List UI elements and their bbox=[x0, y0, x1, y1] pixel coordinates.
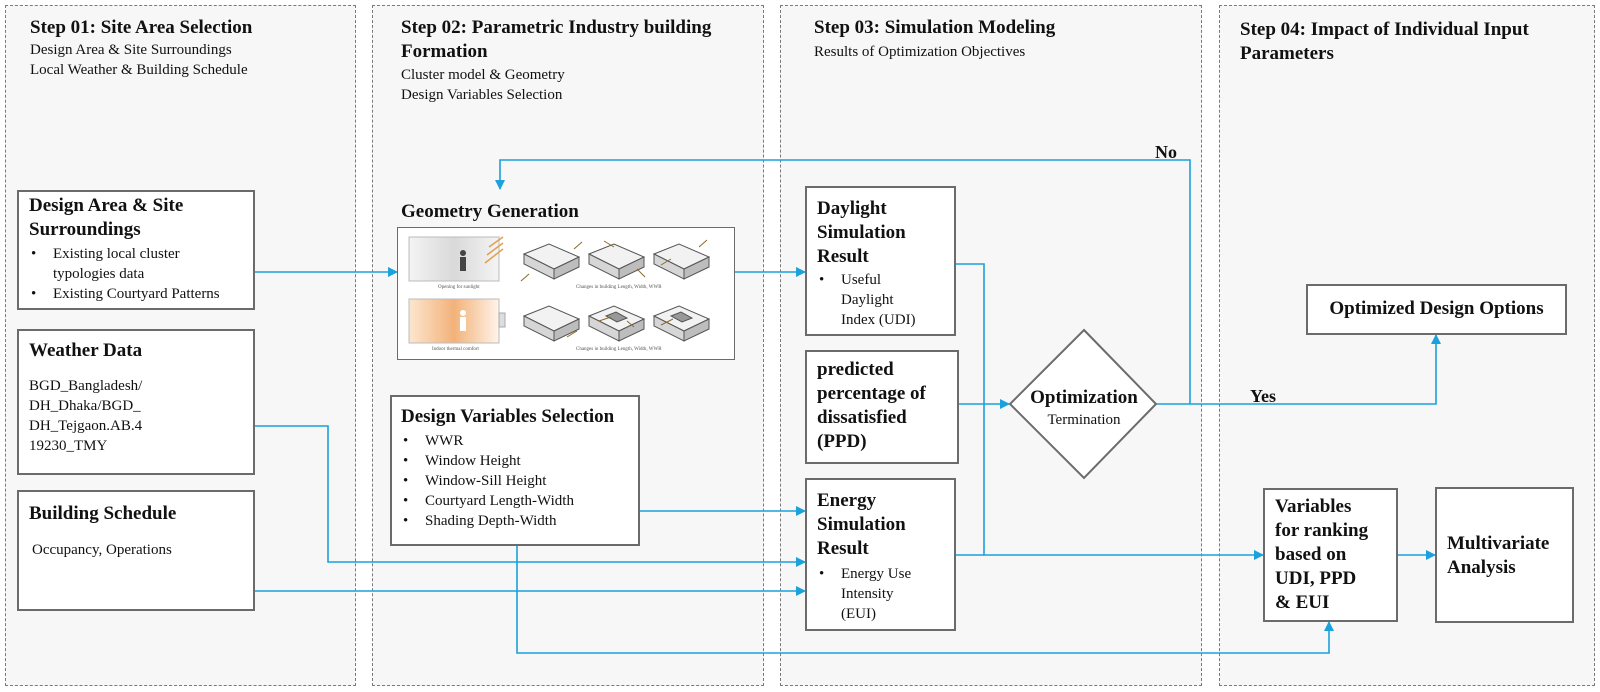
site-surroundings-title: Design Area & Site Surroundings bbox=[29, 195, 184, 240]
arrow-weather-to-energy bbox=[255, 425, 806, 567]
geometry-caption-changes-2: Changes in building Length, Width, WWR bbox=[576, 347, 662, 352]
optimization-diamond bbox=[1008, 328, 1158, 480]
building-schedule-box bbox=[17, 490, 255, 611]
step-01-subtitle: Design Area & Site Surroundings Local We… bbox=[30, 42, 248, 78]
arrow-daylight-to-ranking bbox=[956, 263, 1264, 560]
list-item: WWR bbox=[401, 431, 637, 451]
list-item: Courtyard Length-Width bbox=[401, 491, 637, 511]
site-surroundings-list: Existing local cluster typologies data E… bbox=[29, 244, 253, 304]
design-variables-title: Design Variables Selection bbox=[401, 406, 615, 427]
label-no: No bbox=[1155, 142, 1177, 162]
geometry-caption-sunlight: Opening for sunlight bbox=[438, 285, 480, 290]
arrow-yes-to-optimized bbox=[1156, 334, 1441, 405]
step-02-title: Step 02: Parametric Industry building Fo… bbox=[401, 17, 712, 62]
list-item: Window Height bbox=[401, 451, 637, 471]
ranking-title: Variables for ranking based on UDI, PPD … bbox=[1275, 496, 1369, 613]
geometry-caption-thermal: Indoor thermal comfort bbox=[432, 347, 479, 352]
building-schedule-title: Building Schedule bbox=[29, 503, 177, 524]
ppd-title: predicted percentage of dissatisfied (PP… bbox=[817, 359, 926, 452]
multivariate-box bbox=[1435, 487, 1574, 623]
weather-data-box bbox=[17, 329, 255, 475]
sunlight-room-icon bbox=[408, 236, 504, 282]
geometry-generation-title: Geometry Generation bbox=[401, 201, 579, 222]
list-item: Window-Sill Height bbox=[401, 471, 637, 491]
step-01-title: Step 01: Site Area Selection bbox=[30, 17, 253, 38]
energy-result-title: Energy Simulation Result bbox=[817, 490, 906, 559]
step-04-title: Step 04: Impact of Individual Input Para… bbox=[1240, 19, 1529, 64]
step-02-subtitle: Cluster model & Geometry Design Variable… bbox=[401, 67, 565, 103]
list-item: Shading Depth-Width bbox=[401, 511, 637, 531]
step-03-title: Step 03: Simulation Modeling bbox=[814, 17, 1056, 38]
step-03-subtitle: Results of Optimization Objectives bbox=[814, 44, 1026, 60]
ranking-box bbox=[1263, 488, 1398, 622]
list-item: Energy Use Intensity (EUI) bbox=[817, 564, 953, 624]
arrow-no-loop bbox=[495, 159, 1191, 404]
list-item: Existing Courtyard Patterns bbox=[29, 284, 253, 304]
list-item: Existing local cluster typologies data bbox=[29, 244, 253, 284]
optimized-design-box bbox=[1306, 284, 1567, 335]
optimization-title: Optimization bbox=[1030, 387, 1138, 408]
weather-data-title: Weather Data bbox=[29, 340, 143, 361]
optimization-subtitle: Termination bbox=[1047, 412, 1121, 428]
geometry-caption-changes-1: Changes in building Length, Width, WWR bbox=[576, 285, 662, 290]
geometry-illustration bbox=[408, 236, 711, 344]
thermal-comfort-room-icon bbox=[408, 298, 506, 344]
multivariate-title: Multivariate Analysis bbox=[1447, 533, 1550, 578]
daylight-result-list: Useful Daylight Index (UDI) bbox=[817, 270, 953, 330]
ppd-box bbox=[805, 350, 959, 464]
daylight-result-title: Daylight Simulation Result bbox=[817, 198, 906, 267]
arrow-vars-to-ranking bbox=[516, 546, 1334, 654]
weather-data-text: BGD_Bangladesh/ DH_Dhaka/BGD_ DH_Tejgaon… bbox=[29, 378, 143, 454]
label-yes: Yes bbox=[1250, 386, 1276, 406]
building-schedule-text: Occupancy, Operations bbox=[32, 542, 172, 558]
design-variables-list: WWR Window Height Window-Sill Height Cou… bbox=[401, 431, 637, 531]
optimized-design-title: Optimized Design Options bbox=[1329, 298, 1544, 319]
list-item: Useful Daylight Index (UDI) bbox=[817, 270, 953, 330]
energy-result-list: Energy Use Intensity (EUI) bbox=[817, 564, 953, 624]
